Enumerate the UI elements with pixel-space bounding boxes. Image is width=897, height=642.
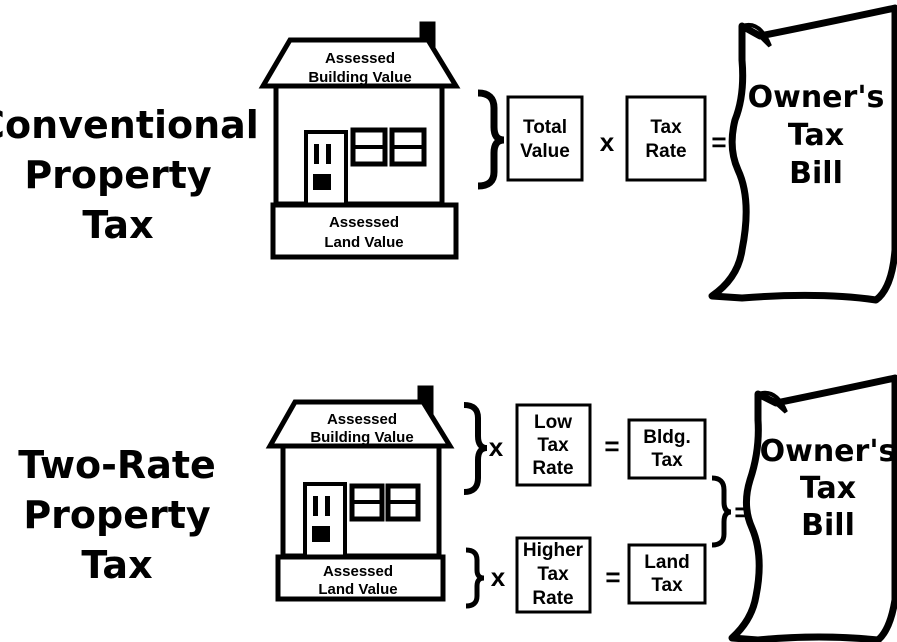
- total-value-line-2: Value: [520, 141, 570, 162]
- land-tax-line-1: Land: [644, 552, 689, 573]
- land-brace: [466, 550, 484, 606]
- bldg-tax-line-2: Tax: [651, 450, 683, 471]
- conventional-title: Conventional Property Tax: [0, 103, 259, 247]
- conventional-brace: [478, 93, 504, 186]
- bill-line-3: Bill: [789, 156, 843, 191]
- door-pane-right: [326, 144, 331, 164]
- two-rate-title: Two-Rate Property Tax: [18, 443, 216, 587]
- higher-rate-line-1: Higher: [523, 540, 584, 561]
- bill-brace: [712, 478, 731, 545]
- two-rate-title-line-2: Property: [23, 493, 211, 537]
- door-pane-right: [325, 496, 330, 516]
- house-door: [305, 484, 345, 558]
- bldg-tax-line-1: Bldg.: [643, 427, 691, 448]
- tax-rate-line-1: Tax: [650, 117, 682, 138]
- building-brace: [464, 405, 487, 492]
- times-sign-bottom: x: [491, 562, 506, 592]
- land-value-label-1: Assessed: [323, 563, 393, 580]
- house-door: [306, 132, 346, 206]
- two-rate-title-line-1: Two-Rate: [18, 443, 216, 487]
- low-rate-line-2: Tax: [537, 435, 569, 456]
- bill-scroll: [712, 8, 895, 300]
- tax-rate-line-2: Rate: [645, 141, 686, 162]
- conventional-title-line-2: Property: [24, 153, 212, 197]
- conventional-title-line-3: Tax: [82, 203, 153, 247]
- door-panel: [313, 174, 331, 190]
- land-tax-line-2: Tax: [651, 575, 683, 596]
- total-value-line-1: Total: [523, 117, 567, 138]
- times-sign-top: x: [489, 432, 504, 462]
- bill-line-2: Tax: [800, 471, 856, 506]
- conventional-bill: [712, 8, 895, 300]
- total-value-box: [508, 97, 582, 180]
- equals-sign-bottom: =: [605, 562, 620, 592]
- building-value-label-1: Assessed: [327, 411, 397, 428]
- door-pane-left: [313, 496, 318, 516]
- bill-line-3: Bill: [801, 508, 855, 543]
- tax-rate-box: [627, 97, 705, 180]
- equals-sign-top: =: [604, 431, 619, 461]
- times-sign: x: [600, 127, 615, 157]
- equals-sign: =: [711, 127, 726, 157]
- conventional-title-line-1: Conventional: [0, 103, 259, 147]
- land-value-label-2: Land Value: [324, 234, 403, 251]
- building-value-label-2: Building Value: [310, 429, 413, 446]
- bill-line-2: Tax: [788, 118, 844, 153]
- land-value-label-1: Assessed: [329, 214, 399, 231]
- land-value-label-2: Land Value: [318, 581, 397, 598]
- bill-line-1: Owner's: [760, 434, 897, 469]
- building-value-label-1: Assessed: [325, 50, 395, 67]
- building-value-label-2: Building Value: [308, 69, 411, 86]
- door-panel: [312, 526, 330, 542]
- low-rate-line-1: Low: [534, 412, 572, 433]
- two-rate-title-line-3: Tax: [81, 543, 152, 587]
- bill-line-1: Owner's: [748, 80, 885, 115]
- low-rate-line-3: Rate: [532, 458, 573, 479]
- higher-rate-line-2: Tax: [537, 564, 569, 585]
- door-pane-left: [314, 144, 319, 164]
- higher-rate-line-3: Rate: [532, 588, 573, 609]
